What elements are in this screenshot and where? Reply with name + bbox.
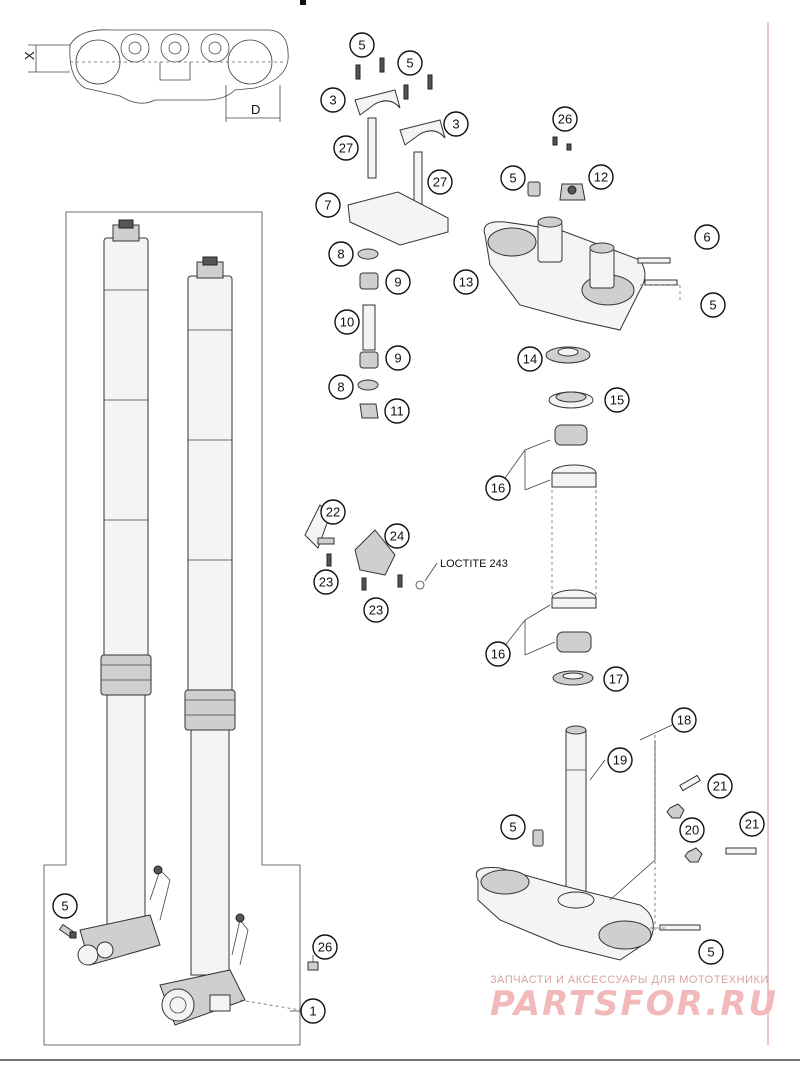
steering-bearing-stack	[545, 346, 597, 686]
callout-10: 10	[334, 309, 360, 335]
svg-text:23: 23	[319, 575, 333, 590]
svg-text:5: 5	[509, 171, 516, 186]
svg-text:5: 5	[358, 38, 365, 53]
callout-9-b: 9	[385, 345, 411, 371]
svg-text:8: 8	[337, 380, 344, 395]
callout-5-e: 5	[500, 814, 526, 840]
svg-text:14: 14	[523, 352, 537, 367]
svg-text:11: 11	[390, 404, 404, 419]
callout-20: 20	[679, 817, 705, 843]
svg-text:17: 17	[609, 672, 623, 687]
watermark-tagline: ЗАПЧАСТИ И АКСЕССУАРЫ ДЛЯ МОТОТЕХНИКИ	[490, 974, 769, 986]
fork-leg-left	[77, 219, 171, 966]
callout-21-a: 21	[707, 773, 733, 799]
callout-21-b: 21	[739, 811, 765, 837]
leader-lines	[290, 439, 673, 1012]
svg-text:5: 5	[61, 899, 68, 914]
svg-text:10: 10	[340, 315, 354, 330]
callout-17: 17	[603, 666, 629, 692]
callout-6: 6	[694, 224, 720, 250]
svg-text:5: 5	[406, 56, 413, 71]
callout-23-a: 23	[313, 569, 339, 595]
callout-7: 7	[315, 192, 341, 218]
fork-assembly-frame	[43, 211, 301, 1046]
svg-text:5: 5	[707, 945, 714, 960]
svg-text:8: 8	[337, 247, 344, 262]
svg-text:12: 12	[594, 170, 608, 185]
svg-text:5: 5	[509, 820, 516, 835]
callout-23-b: 23	[363, 597, 389, 623]
callout-5-d: 5	[700, 292, 726, 318]
callout-3-a: 3	[320, 87, 346, 113]
callout-5-b: 5	[397, 50, 423, 76]
upper-triple-clamp	[483, 136, 681, 331]
svg-text:24: 24	[390, 529, 404, 544]
callout-26-a: 26	[552, 106, 578, 132]
callout-16-a: 16	[485, 475, 511, 501]
svg-text:22: 22	[326, 505, 340, 520]
svg-text:6: 6	[703, 230, 710, 245]
callout-15: 15	[604, 387, 630, 413]
callout-3-b: 3	[443, 111, 469, 137]
callout-5-a: 5	[349, 32, 375, 58]
callout-12: 12	[588, 164, 614, 190]
svg-text:15: 15	[610, 393, 624, 408]
callout-14: 14	[517, 346, 543, 372]
svg-text:20: 20	[685, 823, 699, 838]
callout-18: 18	[671, 707, 697, 733]
svg-text:7: 7	[324, 198, 331, 213]
svg-text:18: 18	[677, 713, 691, 728]
screw-fork-left	[58, 923, 77, 939]
loctite-note: LOCTITE 243	[440, 558, 508, 570]
callout-16-b: 16	[485, 641, 511, 667]
callout-13: 13	[453, 269, 479, 295]
callout-5-f: 5	[698, 939, 724, 965]
callout-22: 22	[320, 499, 346, 525]
svg-text:9: 9	[394, 275, 401, 290]
callout-1: 1	[300, 998, 326, 1024]
callout-27-b: 27	[427, 169, 453, 195]
fork-leg-right	[159, 256, 301, 1026]
dimension-x-label: X	[22, 51, 37, 60]
callout-11: 11	[384, 398, 410, 424]
svg-text:1: 1	[309, 1004, 316, 1019]
svg-text:26: 26	[558, 112, 572, 127]
lower-triple-clamp	[475, 725, 757, 961]
watermark-brand: PARTSFOR.RU	[490, 984, 778, 1024]
svg-text:27: 27	[339, 141, 353, 156]
callout-19: 19	[607, 747, 633, 773]
svg-text:27: 27	[433, 175, 447, 190]
top-clamp-dimension-sketch	[28, 29, 289, 122]
svg-text:26: 26	[318, 940, 332, 955]
dimension-d-label: D	[251, 102, 260, 117]
handlebar-clamp-parts	[347, 57, 449, 419]
svg-text:21: 21	[745, 817, 759, 832]
callout-8-a: 8	[328, 241, 354, 267]
callout-27-a: 27	[333, 135, 359, 161]
svg-text:3: 3	[452, 117, 459, 132]
svg-text:3: 3	[329, 93, 336, 108]
loctite-leader	[424, 562, 438, 582]
svg-text:19: 19	[613, 753, 627, 768]
svg-text:23: 23	[369, 603, 383, 618]
callout-26-b: 26	[312, 934, 338, 960]
callout-5-g: 5	[52, 893, 78, 919]
svg-text:13: 13	[459, 275, 473, 290]
svg-text:5: 5	[709, 298, 716, 313]
callout-24: 24	[384, 523, 410, 549]
top-clip-mark	[300, 0, 306, 5]
bleed-screw-fork	[307, 955, 319, 971]
svg-text:16: 16	[491, 481, 505, 496]
callout-8-b: 8	[328, 374, 354, 400]
svg-text:16: 16	[491, 647, 505, 662]
callout-9-a: 9	[385, 269, 411, 295]
callout-5-c: 5	[500, 165, 526, 191]
svg-text:21: 21	[713, 779, 727, 794]
svg-text:9: 9	[394, 351, 401, 366]
